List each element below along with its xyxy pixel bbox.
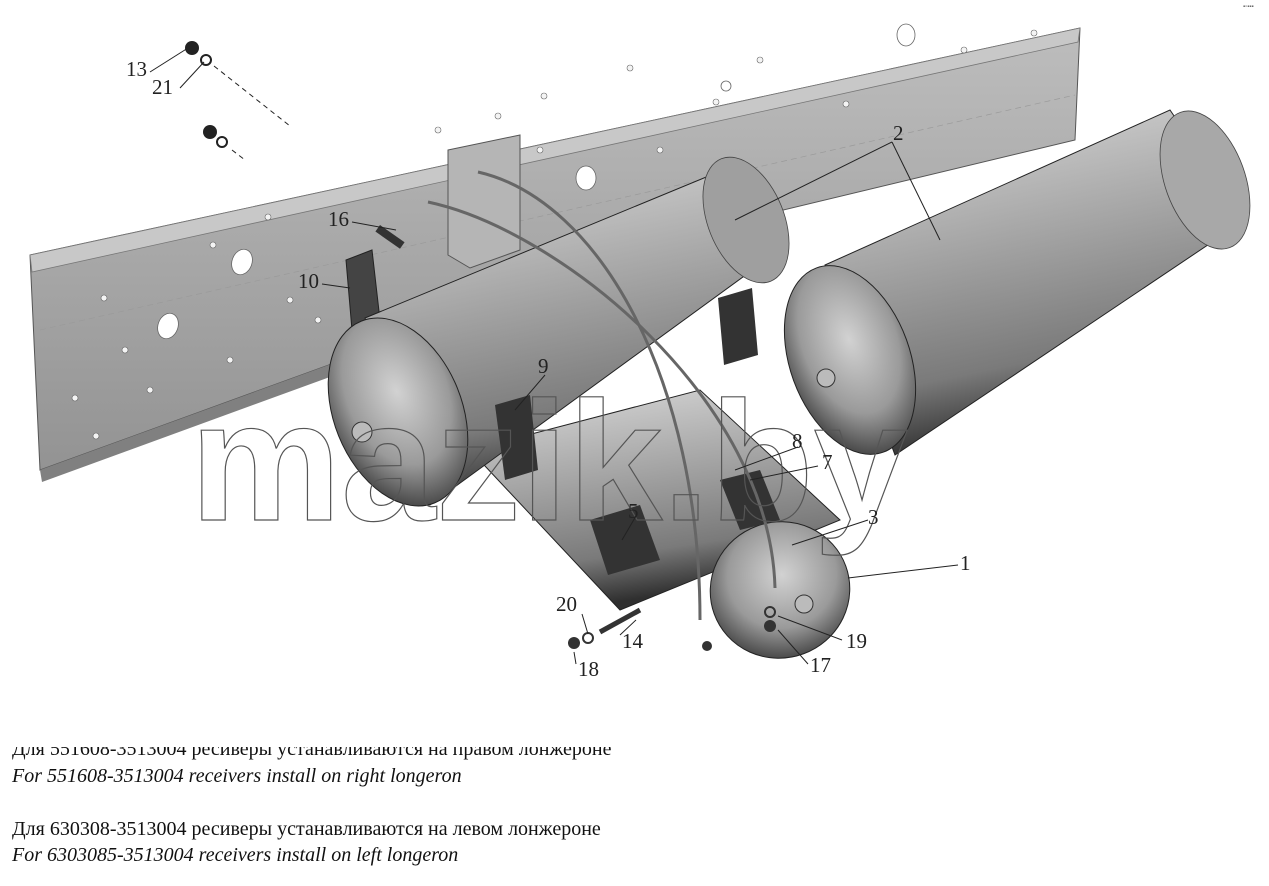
corner-mark: ▪▫▪▪▪ [1243, 4, 1254, 10]
callout-10: 10 [298, 269, 319, 293]
receiver-rear [783, 109, 1251, 456]
note-line1-ru: Для 551608-3513004 ресиверы устанавливаю… [12, 738, 612, 760]
callout-7: 7 [822, 450, 833, 474]
note-line1-en: For 551608-3513004 receivers install on … [12, 765, 462, 787]
callout-16: 16 [328, 207, 349, 231]
receiver-front [327, 156, 790, 507]
callout-3: 3 [868, 505, 879, 529]
callout-2: 2 [893, 121, 904, 145]
watermark-text: mazik.by [190, 367, 908, 557]
callout-19: 19 [846, 629, 867, 653]
callout-numbers: 13 21 16 10 9 2 8 7 3 1 5 20 14 18 19 17 [126, 57, 971, 681]
leader-lines [149, 47, 959, 665]
callout-21: 21 [152, 75, 173, 99]
callout-13: 13 [126, 57, 147, 81]
callout-14: 14 [622, 629, 644, 653]
callout-17: 17 [810, 653, 831, 677]
callout-8: 8 [792, 429, 803, 453]
tank-bracket [345, 134, 521, 331]
callout-18: 18 [578, 657, 599, 681]
receiver-lower [469, 389, 851, 659]
callout-20: 20 [556, 592, 577, 616]
callout-1: 1 [960, 551, 971, 575]
fasteners [185, 41, 776, 651]
callout-9: 9 [538, 354, 549, 378]
callout-5: 5 [628, 499, 639, 523]
clamp-straps [427, 170, 777, 621]
note-line2-en: For 6303085-3513004 receivers install on… [12, 844, 459, 866]
note-line2-ru: Для 630308-3513004 ресиверы устанавливаю… [12, 818, 601, 840]
